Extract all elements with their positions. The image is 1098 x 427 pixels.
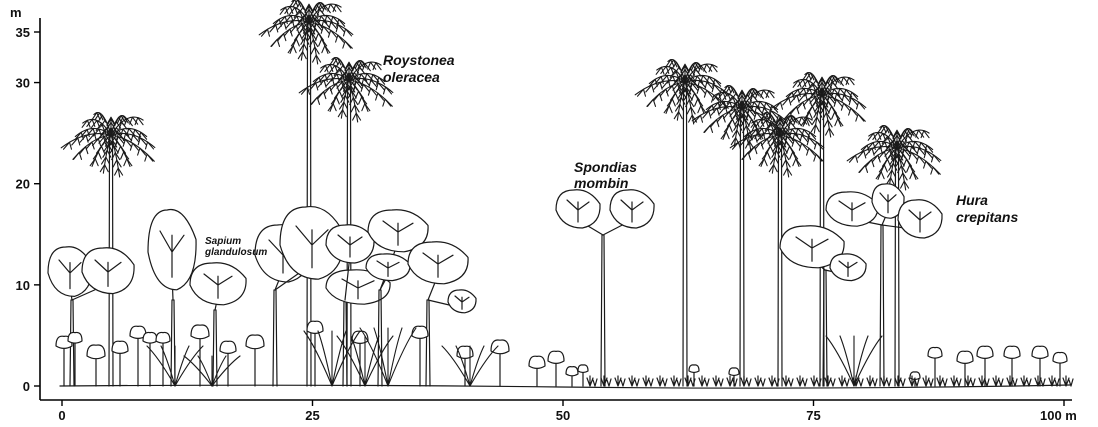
grass-tuft — [881, 376, 891, 386]
shrub — [246, 335, 264, 386]
grass-tuft — [783, 376, 793, 386]
shrub — [457, 346, 473, 386]
tree-right-1 — [780, 226, 866, 386]
grass-tuft — [601, 376, 611, 386]
grass-tuft — [1021, 376, 1031, 386]
y-tick-label: 20 — [16, 177, 30, 192]
shrub — [220, 341, 236, 386]
vegetation-profile — [48, 0, 1073, 388]
grass-tuft — [1049, 376, 1059, 386]
x-tick-label: 75 — [806, 408, 820, 423]
y-tick-label: 10 — [16, 278, 30, 293]
shrub — [112, 341, 128, 386]
label-roystonea-line1: Roystonea — [383, 52, 455, 68]
y-unit-label: m — [10, 5, 22, 20]
grass-tuft — [643, 376, 653, 386]
label-sapium-line2: glandulosum — [204, 247, 267, 258]
grass-tuft — [699, 376, 709, 386]
grass-tuft — [951, 376, 961, 386]
tree-left-1 — [48, 247, 134, 386]
shrub — [87, 345, 105, 386]
label-hura: Hura crepitans — [956, 192, 1018, 225]
shrub — [491, 340, 509, 386]
grass-tuft — [937, 376, 947, 386]
shrub — [529, 356, 545, 386]
x-tick-label: 50 — [556, 408, 570, 423]
label-hura-line2: crepitans — [956, 209, 1018, 225]
grass-tuft — [671, 376, 681, 386]
tree-left-4 — [326, 225, 390, 386]
grass-tuft — [741, 376, 751, 386]
grass-tuft — [993, 376, 1003, 386]
tree-sapium — [190, 263, 246, 386]
palm-right-5 — [847, 125, 941, 386]
shrub — [191, 325, 209, 386]
tree-hura — [826, 184, 942, 386]
grass-tuft — [895, 376, 905, 386]
fern — [442, 346, 498, 386]
y-tick-label: 0 — [23, 379, 30, 394]
grass-tuft — [923, 376, 933, 386]
shrub — [143, 332, 157, 386]
x-end-label: 100 m — [1040, 408, 1077, 423]
shrub — [957, 351, 973, 386]
shrub — [307, 321, 323, 386]
grass-tuft — [615, 376, 625, 386]
tree-spondias — [556, 190, 654, 386]
y-ticks: 0 10 20 30 35 — [16, 25, 40, 394]
label-spondias: Spondias mombin — [574, 159, 641, 191]
tree-left-6 — [408, 242, 476, 386]
label-hura-line1: Hura — [956, 192, 988, 208]
label-spondias-line1: Spondias — [574, 159, 637, 175]
grass-tuft — [965, 376, 975, 386]
fern — [826, 336, 882, 386]
grass-tuft — [727, 376, 737, 386]
y-tick-label: 30 — [16, 76, 30, 91]
label-sapium-line1: Sapium — [205, 236, 241, 247]
grass-tuft — [979, 376, 989, 386]
grass-tuft — [587, 376, 597, 386]
shrub — [566, 367, 578, 386]
grass-tuft — [713, 376, 723, 386]
grass-tuft — [755, 376, 765, 386]
grass-tuft — [867, 376, 877, 386]
grass-tuft — [839, 376, 849, 386]
y-tick-label: 35 — [16, 25, 30, 40]
fern — [184, 356, 240, 386]
shrub — [548, 351, 564, 386]
label-spondias-line2: mombin — [574, 175, 628, 191]
label-roystonea-line2: oleracea — [383, 69, 440, 85]
shrub — [578, 365, 588, 386]
grass-tuft — [629, 376, 639, 386]
x-tick-label: 0 — [58, 408, 65, 423]
x-ticks: 0 25 50 75 — [58, 400, 1064, 423]
label-roystonea: Roystonea oleracea — [383, 52, 458, 85]
grass-tuft — [797, 376, 807, 386]
fern — [360, 328, 416, 386]
x-tick-label: 25 — [305, 408, 319, 423]
grass-tuft — [657, 376, 667, 386]
